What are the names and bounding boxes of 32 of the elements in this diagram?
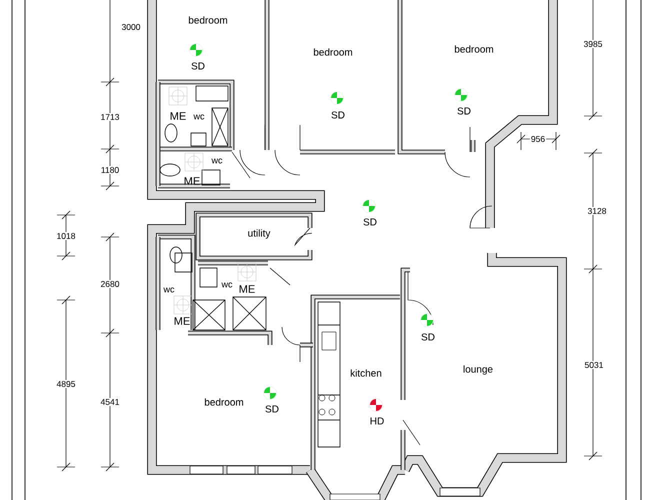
fixture-label: ME — [170, 112, 186, 120]
dimension-label: 4895 — [56, 380, 76, 388]
detector-label: SD — [332, 111, 344, 119]
fixture-label: wc — [164, 288, 174, 292]
dimension-label: 5031 — [584, 360, 604, 369]
dimension-label: 4541 — [100, 398, 120, 406]
dimension-label: 1180 — [100, 166, 120, 174]
detector-label: SD — [422, 333, 434, 341]
detector-label: SD — [458, 107, 470, 115]
fixture-label: ME — [174, 317, 190, 325]
dimension-label: 3128 — [586, 206, 608, 215]
dimension-label: 1018 — [56, 232, 76, 240]
detector-label: HD — [370, 418, 384, 424]
room-label: bedroom — [188, 16, 228, 24]
room-label: bedroom — [454, 45, 494, 53]
fixture-label: wc — [212, 158, 222, 164]
dimension-label: 1713 — [100, 112, 120, 121]
room-label: lounge — [464, 365, 493, 375]
detector-label: SD — [192, 62, 204, 70]
fixture-label: ME — [240, 285, 255, 293]
dimension-label: 956 — [530, 135, 546, 143]
dimension-label: 3000 — [120, 23, 142, 31]
room-label: bedroom — [204, 398, 244, 406]
fixture-label: wc — [194, 114, 204, 120]
detector-label: SD — [364, 218, 376, 226]
room-label: bedroom — [314, 48, 352, 56]
room-label: kitchen — [350, 369, 382, 377]
dimension-label: 2680 — [100, 280, 120, 288]
detector-label: SD — [266, 405, 278, 413]
dimension-label: 3985 — [582, 40, 604, 48]
room-label: utility — [248, 229, 270, 239]
fixture-label: wc — [222, 282, 232, 288]
